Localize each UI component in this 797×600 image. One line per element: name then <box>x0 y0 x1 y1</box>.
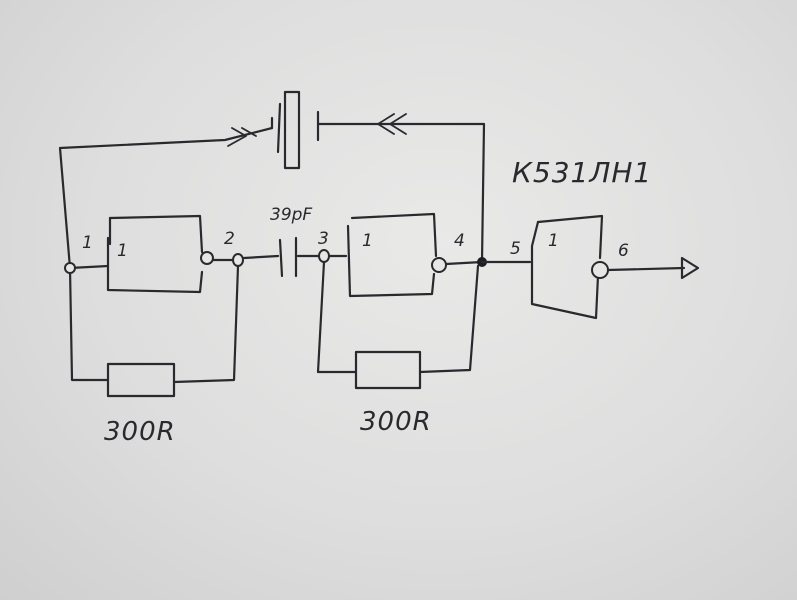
output-wire <box>606 266 686 272</box>
output-arrow-icon <box>680 256 700 280</box>
crystal-plate-left <box>276 102 282 154</box>
chip-part-number: К531ЛН1 <box>512 156 652 189</box>
pin-5-label: 5 <box>510 239 521 259</box>
gate1-input-wire <box>68 264 110 270</box>
resistor-2 <box>316 260 480 390</box>
pin-4-label: 4 <box>454 231 465 251</box>
feedback-wire-left <box>58 126 274 270</box>
gate-1: 1 <box>68 214 214 294</box>
resistor-1 <box>68 264 240 398</box>
pin-3-terminal <box>318 249 330 263</box>
gate3-body-top <box>536 214 604 260</box>
gate2-inversion-bubble <box>431 257 447 273</box>
capacitor-plate-left <box>278 238 284 278</box>
resistor2-left-lead <box>316 260 358 374</box>
capacitor <box>278 236 322 278</box>
gate1-symbol: 1 <box>117 241 128 261</box>
crystal-feedback-loop <box>58 90 486 270</box>
resistor2-body <box>354 350 422 390</box>
gate3-body-left <box>530 220 600 320</box>
resistor2-value-label: 300R <box>360 407 432 437</box>
resistor1-left-lead <box>68 266 110 382</box>
arrow-mark-right-2 <box>389 113 407 135</box>
wire-to-capacitor <box>242 254 280 260</box>
feedback-wire-right <box>378 122 486 264</box>
gate2-output-wire <box>444 260 484 266</box>
resistor1-right-lead <box>172 264 240 384</box>
gate3-symbol: 1 <box>548 231 559 251</box>
arrow-mark-left <box>227 127 247 147</box>
arrow-mark-right <box>377 113 395 135</box>
pin-2-terminal <box>232 253 244 267</box>
arrow-mark-left-2 <box>241 127 257 137</box>
gate1-inversion-bubble <box>200 251 214 265</box>
pin-2-label: 2 <box>224 229 235 249</box>
gate-2: 1 <box>327 212 484 298</box>
resistor2-right-lead <box>418 264 480 374</box>
gate-3: 1 <box>480 214 700 320</box>
pin-1-terminal <box>64 262 76 274</box>
gate3-inversion-bubble <box>591 261 609 279</box>
gate2-body-top <box>350 212 438 258</box>
resistor1-body <box>106 362 176 398</box>
gate1-body-top <box>108 214 204 254</box>
pin-1-label: 1 <box>82 233 93 253</box>
crystal-body <box>283 90 301 170</box>
capacitor-value-label: 39pF <box>270 205 312 225</box>
gate2-symbol: 1 <box>362 231 373 251</box>
gate1-body-bottom <box>106 236 204 294</box>
resistor1-value-label: 300R <box>104 417 176 447</box>
pin-3-label: 3 <box>318 229 329 249</box>
gate2-body-bottom <box>346 224 436 298</box>
pin-6-label: 6 <box>618 241 629 261</box>
